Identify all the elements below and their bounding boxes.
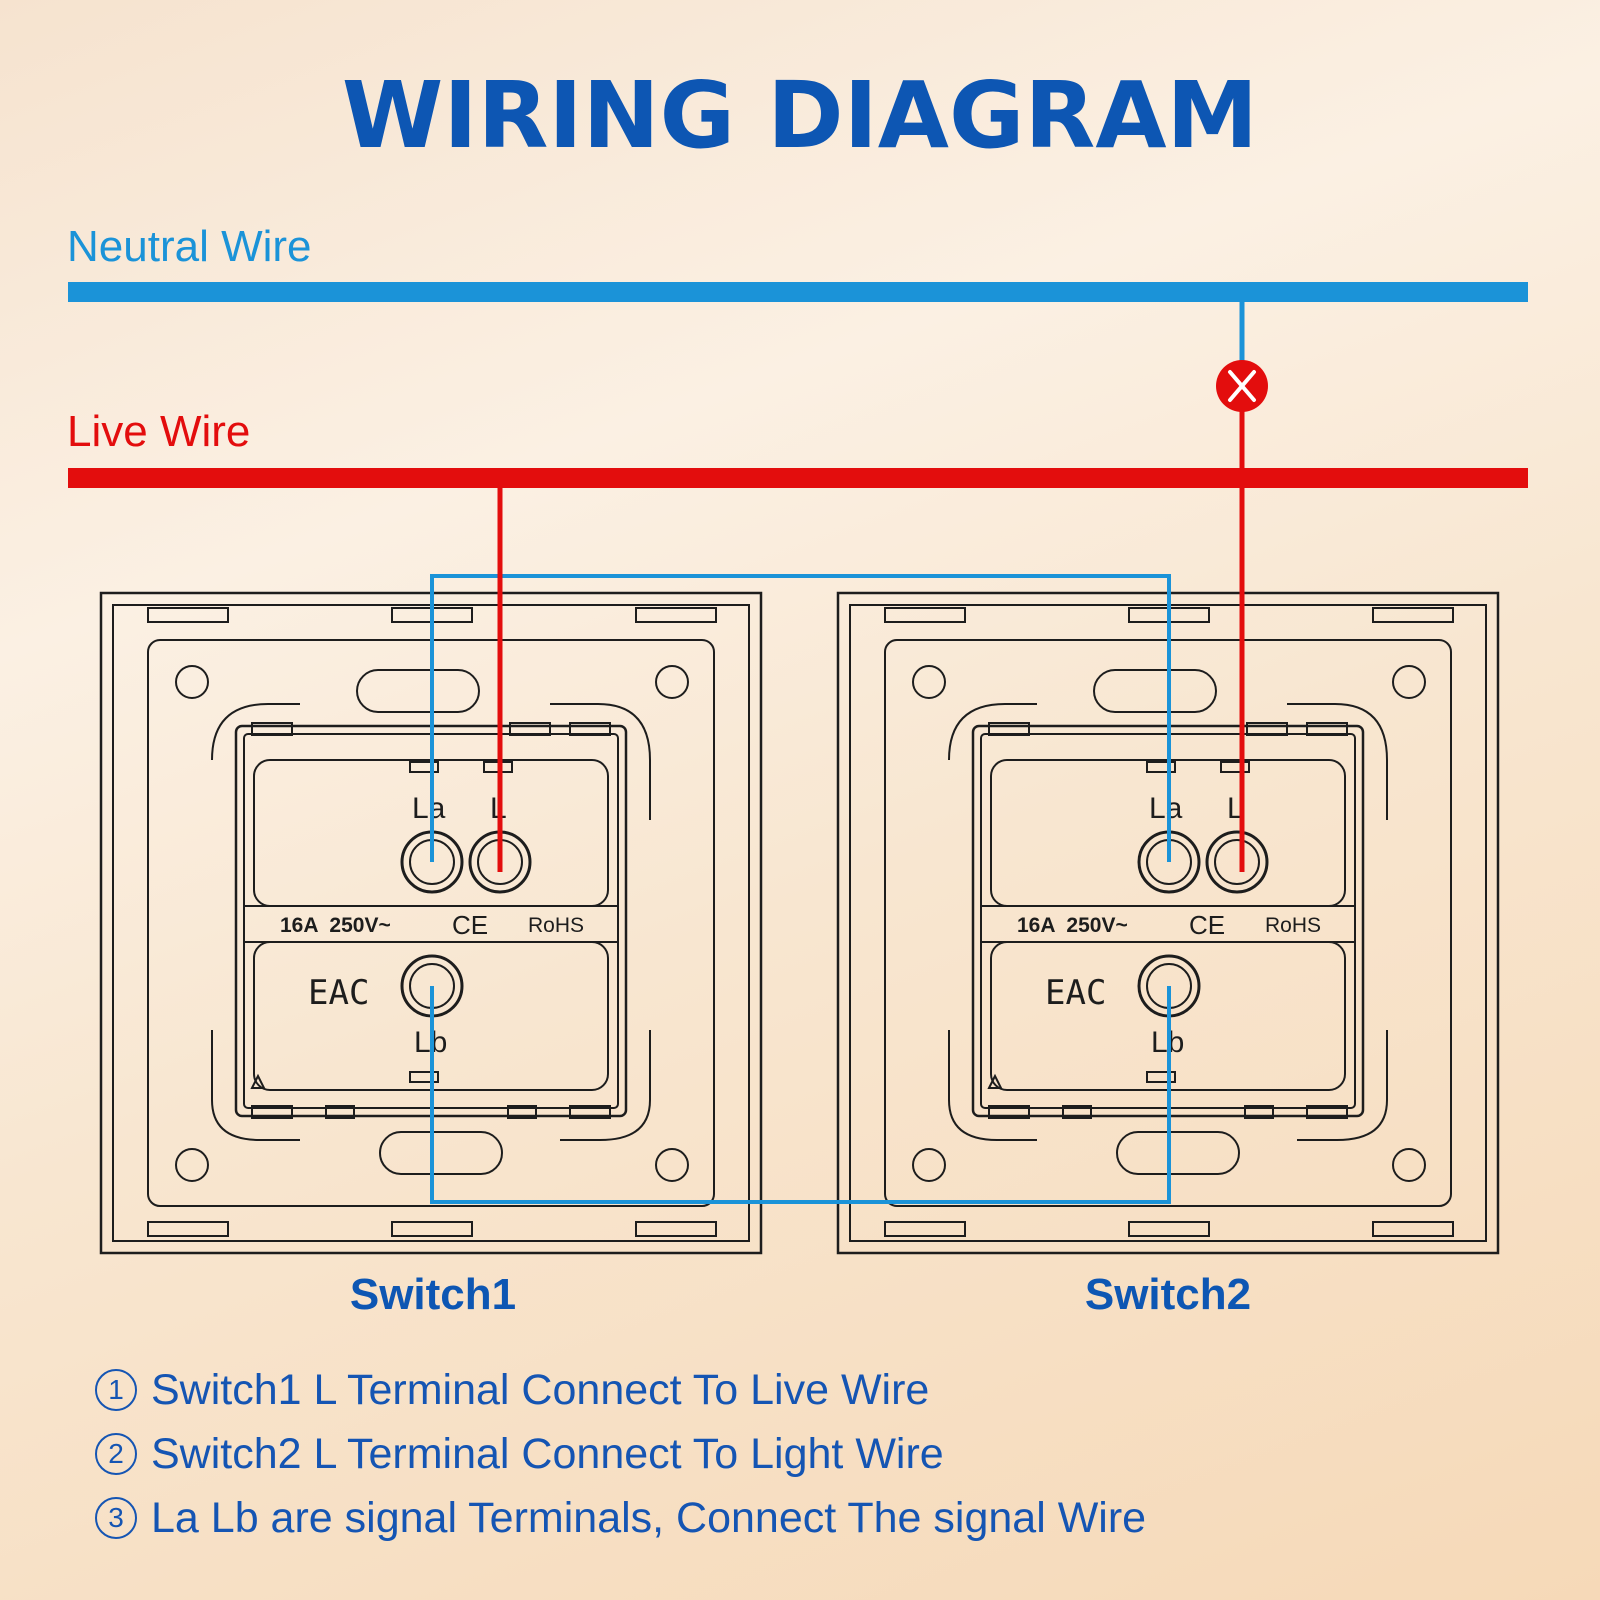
note-item: 2 Switch2 L Terminal Connect To Light Wi… <box>95 1422 1146 1486</box>
switch2-eac: EAC <box>1045 973 1106 1013</box>
note-text: Switch2 L Terminal Connect To Light Wire <box>151 1429 944 1478</box>
switch1-rohs: RoHS <box>528 914 584 937</box>
note-number: 1 <box>95 1369 137 1411</box>
neutral-wire <box>68 282 1528 302</box>
switch1-ce-mark: CE <box>452 910 488 940</box>
recycle-icon <box>987 1073 1003 1089</box>
note-item: 1 Switch1 L Terminal Connect To Live Wir… <box>95 1358 1146 1422</box>
live-wire <box>68 468 1528 488</box>
instruction-notes: 1 Switch1 L Terminal Connect To Live Wir… <box>95 1358 1146 1550</box>
note-number: 2 <box>95 1433 137 1475</box>
switch2-ce-mark: CE <box>1189 910 1225 940</box>
lamp-icon <box>1216 360 1268 412</box>
switch2-rohs: RoHS <box>1265 914 1321 937</box>
live-wire-label: Live Wire <box>67 407 251 456</box>
note-item: 3 La Lb are signal Terminals, Connect Th… <box>95 1486 1146 1550</box>
switch1-eac: EAC <box>308 973 369 1013</box>
note-text: Switch1 L Terminal Connect To Live Wire <box>151 1365 930 1414</box>
recycle-icon <box>250 1073 266 1089</box>
page-title: WIRING DIAGRAM <box>341 62 1259 169</box>
switch2-terminal-la: La <box>1149 792 1183 825</box>
note-text: La Lb are signal Terminals, Connect The … <box>151 1493 1147 1542</box>
note-number: 3 <box>95 1497 137 1539</box>
neutral-wire-label: Neutral Wire <box>67 222 312 271</box>
switch2-rating: 16A 250V~ <box>1017 914 1128 937</box>
switch2-label: Switch2 <box>1084 1270 1252 1319</box>
switch1-terminal-la: La <box>412 792 446 825</box>
signal-wire <box>430 574 1171 1204</box>
switch1-label: Switch1 <box>349 1270 517 1319</box>
switch1-rating: 16A 250V~ <box>280 914 391 937</box>
